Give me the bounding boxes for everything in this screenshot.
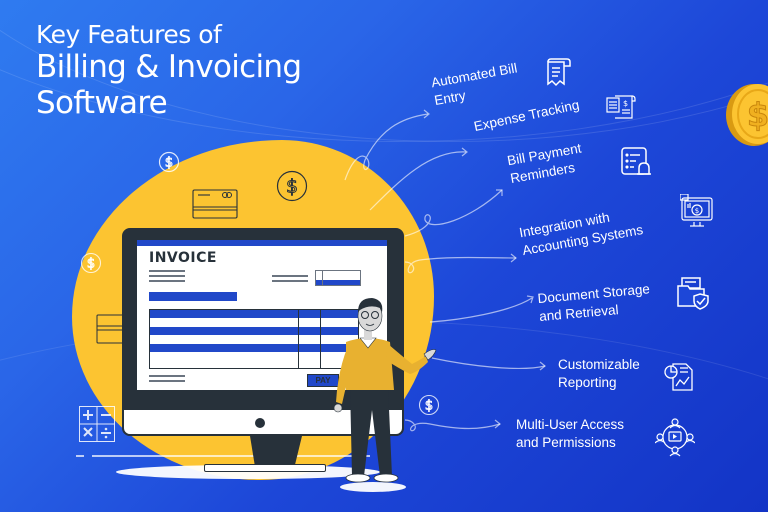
person-illustration (328, 290, 438, 490)
users-network-icon (655, 417, 695, 457)
text-line (149, 275, 185, 277)
report-chart-icon (664, 362, 694, 392)
table-row (150, 327, 358, 335)
text-line (149, 380, 185, 382)
feature-bill-payment-reminders: Bill Payment Reminders (505, 140, 583, 186)
title-line-1: Key Features of (36, 20, 222, 49)
receipt-icon (545, 58, 571, 88)
table-row (150, 344, 358, 352)
floor-line (76, 455, 84, 457)
credit-card-icon (96, 314, 124, 344)
dollar-coin-icon: $ (418, 394, 440, 416)
dollar-coin-icon: $ (276, 170, 308, 202)
floor-line (92, 455, 370, 457)
page-title: Key Features of Billing & Invoicing Soft… (36, 20, 302, 121)
text-line (272, 275, 308, 277)
text-line (149, 375, 185, 377)
computer-accounting-icon: $ (680, 194, 714, 230)
monitor-button (255, 418, 265, 428)
invoice-highlight-bar (149, 292, 237, 301)
svg-text:$: $ (425, 399, 433, 414)
feature-customizable-reporting: Customizable Reporting (558, 357, 640, 390)
gold-coin-icon: $ (724, 82, 768, 148)
title-line-3: Software (36, 84, 168, 121)
feature-document-storage: Document Storage and Retrieval (536, 281, 651, 324)
monitor-base (204, 464, 326, 472)
svg-text:$: $ (695, 207, 699, 215)
invoice-heading: INVOICE (149, 250, 217, 266)
text-line (272, 280, 308, 282)
svg-text:$: $ (623, 99, 628, 108)
invoice-header-bar (137, 240, 387, 246)
feature-multi-user-access: Multi-User Access and Permissions (516, 417, 625, 450)
calculator-icon (79, 406, 115, 442)
svg-text:$: $ (165, 156, 173, 171)
floor-shadow (340, 482, 406, 492)
svg-text:$: $ (286, 176, 298, 198)
table-row (150, 310, 358, 318)
svg-text:$: $ (87, 257, 95, 272)
monitor-stand (250, 436, 302, 468)
dollar-coin-icon: $ (80, 252, 102, 274)
expense-document-icon: $ (606, 94, 636, 124)
text-line (149, 280, 185, 282)
folder-shield-icon (676, 276, 710, 310)
svg-text:$: $ (747, 96, 768, 134)
text-line (149, 270, 185, 272)
dollar-coin-icon: $ (158, 151, 180, 173)
checklist-bell-icon (620, 146, 652, 178)
credit-card-icon (192, 189, 238, 219)
total-box (315, 270, 361, 286)
title-line-2: Billing & Invoicing (36, 49, 302, 86)
pay-button[interactable]: PAY (307, 374, 339, 387)
feature-integration-accounting: Integration with Accounting Systems (517, 209, 645, 258)
